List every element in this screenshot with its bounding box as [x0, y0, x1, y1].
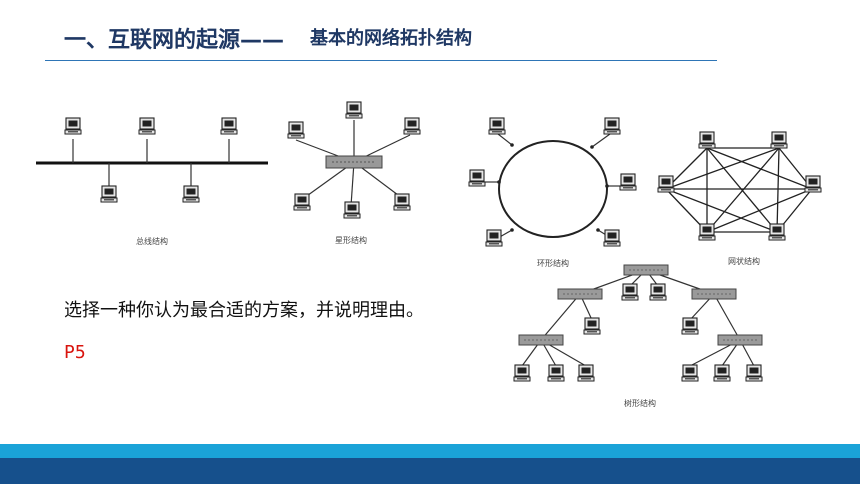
tree-label: 树形结构: [624, 398, 656, 408]
title-divider: [45, 60, 717, 61]
mesh-label: 网状结构: [728, 256, 760, 266]
star-label: 星形结构: [335, 235, 367, 245]
footer-band-dark: [0, 458, 860, 484]
question-prompt: 选择一种你认为最合适的方案，并说明理由。: [64, 300, 424, 321]
tree-topology: 树形结构: [513, 264, 763, 408]
ring-topology: 环形结构: [468, 117, 637, 268]
bus-topology: 总线结构: [36, 117, 268, 246]
footer-band-light: [0, 444, 860, 458]
page-title: 一、互联网的起源——: [64, 28, 285, 53]
star-topology: 星形结构: [287, 101, 421, 245]
page-reference: P5: [64, 342, 86, 363]
ring-label: 环形结构: [537, 258, 569, 268]
bus-label: 总线结构: [136, 236, 168, 246]
mesh-nodes: 网状结构: [657, 131, 822, 266]
page-subtitle: 基本的网络拓扑结构: [310, 28, 472, 49]
mesh-topology: [665, 147, 813, 233]
